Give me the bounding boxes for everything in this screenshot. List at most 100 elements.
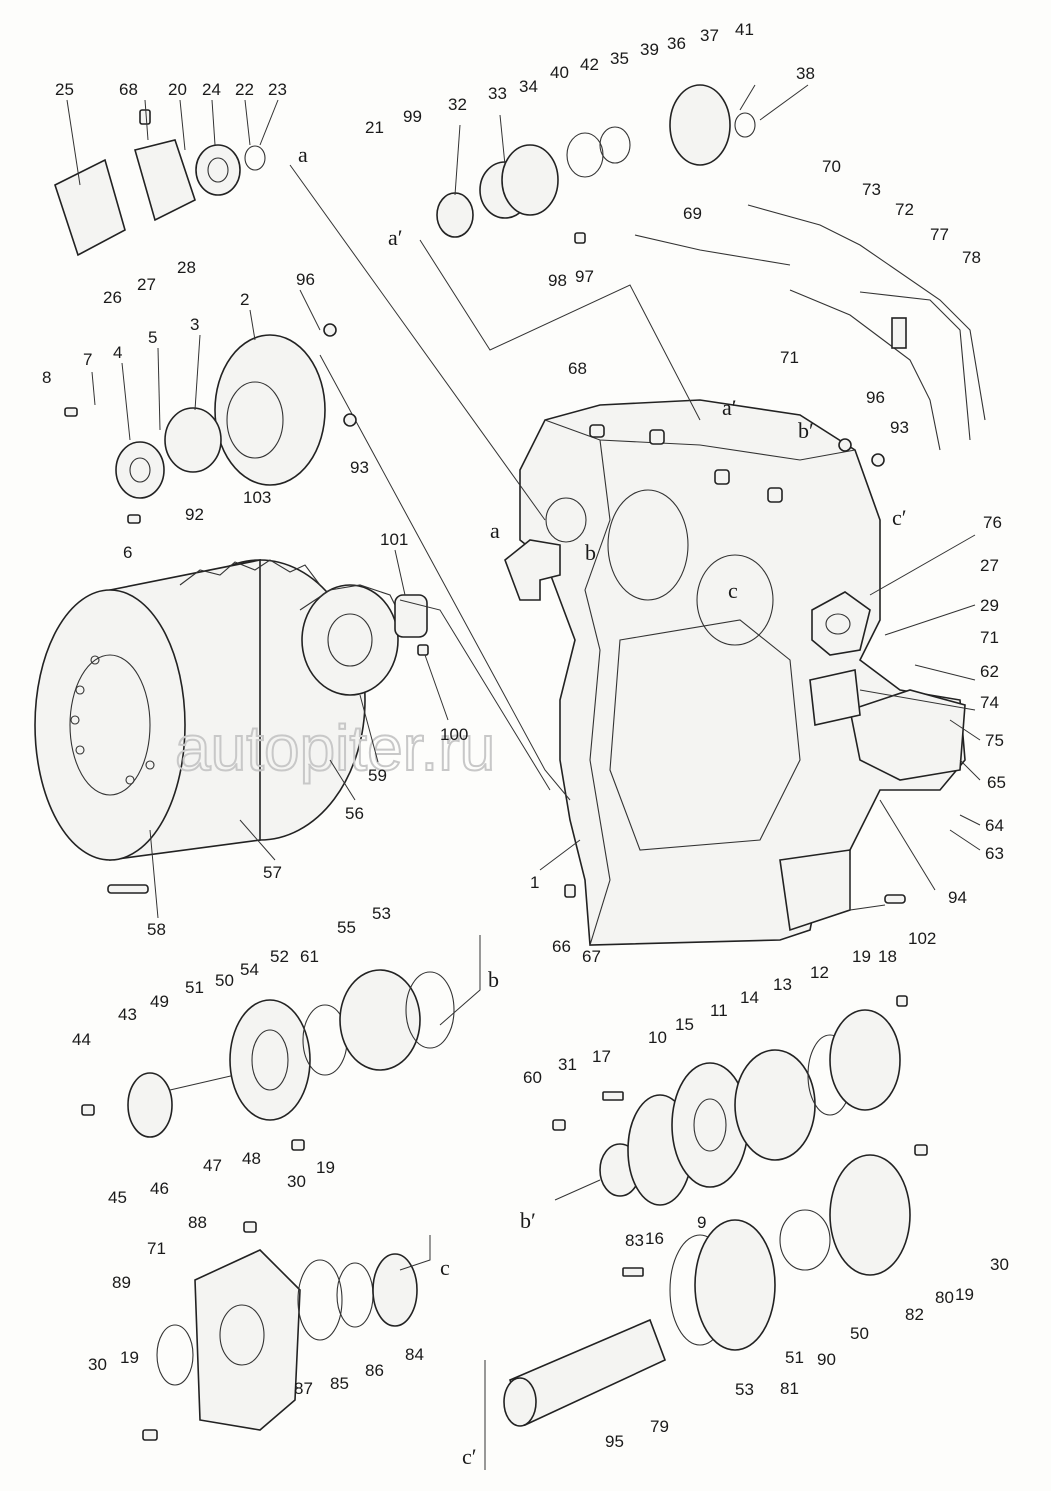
- callout-7: 7: [83, 350, 92, 369]
- callout-71-housing: 71: [780, 348, 799, 367]
- pipes: [634, 204, 986, 451]
- callout-96-left: 96: [296, 270, 315, 289]
- callout-67: 67: [582, 947, 601, 966]
- callout-77: 77: [930, 225, 949, 244]
- callout-46: 46: [150, 1179, 169, 1198]
- callout-69: 69: [683, 204, 702, 223]
- gear-shaft-top-center: [436, 84, 756, 238]
- callout-25: 25: [55, 80, 74, 99]
- callout-1: 1: [530, 873, 539, 892]
- callout-97: 97: [575, 267, 594, 286]
- callout-58: 58: [147, 920, 166, 939]
- callout-88: 88: [188, 1213, 207, 1232]
- callout-70: 70: [822, 157, 841, 176]
- callout-47: 47: [203, 1156, 222, 1175]
- callout-79: 79: [650, 1417, 669, 1436]
- callout-54: 54: [240, 960, 259, 979]
- callout-57: 57: [263, 863, 282, 882]
- assembly-c-left: [156, 1249, 418, 1431]
- callout-94: 94: [948, 888, 967, 907]
- ref-mark-c: c: [440, 1255, 450, 1280]
- ref-mark-b-prime: b′: [520, 1208, 536, 1233]
- callout-30-b: 30: [287, 1172, 306, 1191]
- callout-73: 73: [862, 180, 881, 199]
- callout-93-right: 93: [890, 418, 909, 437]
- callout-26: 26: [103, 288, 122, 307]
- callout-3: 3: [190, 315, 199, 334]
- watermark: autopiter.ru: [175, 712, 495, 784]
- callout-9: 9: [697, 1213, 706, 1232]
- callout-65: 65: [987, 773, 1006, 792]
- callout-15: 15: [675, 1015, 694, 1034]
- ref-mark-b-housing: b: [585, 540, 596, 565]
- callout-78: 78: [962, 248, 981, 267]
- callout-29: 29: [980, 596, 999, 615]
- gear-2: [115, 334, 326, 499]
- callout-53-b: 53: [372, 904, 391, 923]
- callout-59: 59: [368, 766, 387, 785]
- callout-51-c: 51: [785, 1348, 804, 1367]
- callout-18: 18: [878, 947, 897, 966]
- callout-42: 42: [580, 55, 599, 74]
- ref-mark-b-prime-housing: b′: [798, 418, 814, 443]
- callout-49: 49: [150, 992, 169, 1011]
- callout-75: 75: [985, 731, 1004, 750]
- callout-63: 63: [985, 844, 1004, 863]
- callout-87: 87: [294, 1379, 313, 1398]
- ref-mark-c-prime-housing: c′: [892, 505, 907, 530]
- callout-35: 35: [610, 49, 629, 68]
- ref-mark-c-housing: c: [728, 578, 738, 603]
- callout-83: 83: [625, 1231, 644, 1250]
- callout-21: 21: [365, 118, 384, 137]
- cover-assembly-top-left: [54, 139, 266, 257]
- gear-59: [299, 584, 428, 696]
- callout-38: 38: [796, 64, 815, 83]
- ref-mark-a-prime-shaft: a′: [388, 225, 403, 250]
- callout-62: 62: [980, 662, 999, 681]
- callout-68-top: 68: [119, 80, 138, 99]
- callout-50-c: 50: [850, 1324, 869, 1343]
- callout-8: 8: [42, 368, 51, 387]
- callout-80: 80: [935, 1288, 954, 1307]
- callout-43: 43: [118, 1005, 137, 1024]
- callout-89: 89: [112, 1273, 131, 1292]
- callout-11: 11: [710, 1001, 728, 1020]
- callout-103: 103: [243, 488, 271, 507]
- callout-51-b: 51: [185, 978, 204, 997]
- callout-45: 45: [108, 1188, 127, 1207]
- callout-85: 85: [330, 1374, 349, 1393]
- assembly-b-left: [127, 969, 455, 1138]
- callout-84: 84: [405, 1345, 424, 1364]
- callout-66: 66: [552, 937, 571, 956]
- callout-41: 41: [735, 20, 754, 39]
- callout-81: 81: [780, 1379, 799, 1398]
- callout-50-b: 50: [215, 971, 234, 990]
- callout-99: 99: [403, 107, 422, 126]
- callout-76: 76: [983, 513, 1002, 532]
- callout-leaders: [66, 84, 981, 919]
- callout-44: 44: [72, 1030, 91, 1049]
- callout-27-housing: 27: [980, 556, 999, 575]
- callout-19-b: 19: [316, 1158, 335, 1177]
- callout-labels: 1 2 3 4 5 6 7 8 9 10 11 12 13 14 15 16 1…: [42, 20, 1009, 1451]
- callout-16: 16: [645, 1229, 664, 1248]
- assembly-c-right: [503, 1154, 911, 1427]
- ref-mark-a-top: a: [298, 142, 308, 167]
- callout-17: 17: [592, 1047, 611, 1066]
- callout-93-left: 93: [350, 458, 369, 477]
- callout-64: 64: [985, 816, 1004, 835]
- ref-mark-a-prime-housing: a′: [722, 395, 737, 420]
- callout-40: 40: [550, 63, 569, 82]
- callout-68-housing: 68: [568, 359, 587, 378]
- callout-10: 10: [648, 1028, 667, 1047]
- callout-20: 20: [168, 80, 187, 99]
- callout-19-bottom: 19: [120, 1348, 139, 1367]
- callout-82: 82: [905, 1305, 924, 1324]
- callout-92: 92: [185, 505, 204, 524]
- callout-13: 13: [773, 975, 792, 994]
- callout-55: 55: [337, 918, 356, 937]
- assembly-b-right: [599, 1009, 901, 1206]
- reference-lines: [289, 164, 886, 1470]
- callout-5: 5: [148, 328, 157, 347]
